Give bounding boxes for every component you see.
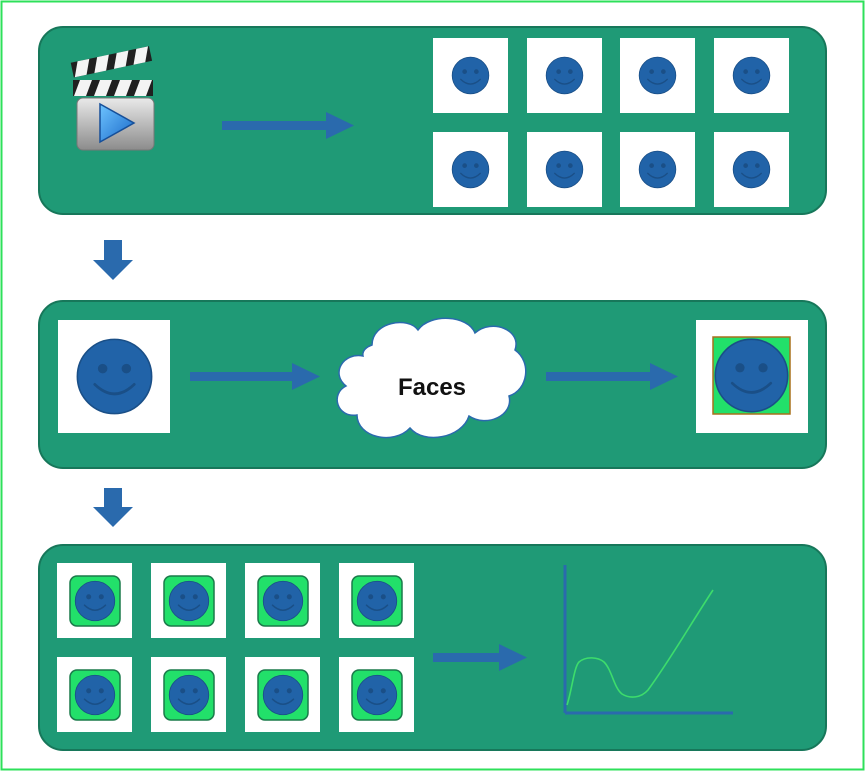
smiley-face-icon (451, 150, 490, 189)
smiley-face-icon (168, 674, 210, 716)
arrow-frame-to-detector (190, 363, 320, 390)
smiley-face-icon (732, 56, 771, 95)
panel-video-frames (38, 26, 827, 215)
smiley-face-icon (356, 674, 398, 716)
frame-tile (433, 132, 508, 207)
chart-curve (566, 589, 714, 706)
cloud-label: Faces (398, 374, 466, 401)
faces-cloud: Faces (336, 317, 527, 439)
frame-tile (527, 38, 602, 113)
smiley-face-icon (545, 150, 584, 189)
smiley-face-icon (451, 56, 490, 95)
extracted-frames-grid (433, 38, 789, 207)
detected-face-tile (57, 657, 132, 732)
smiley-face-icon (356, 580, 398, 622)
play-icon (99, 102, 136, 144)
line-chart-icon (563, 565, 733, 715)
smiley-face-icon (74, 580, 116, 622)
arrow-video-to-frames (222, 112, 354, 139)
smiley-face-icon (74, 674, 116, 716)
arrow-faces-to-chart (433, 644, 527, 671)
down-arrow-2 (93, 488, 133, 527)
frame-tile (714, 38, 789, 113)
video-clapperboard-icon (70, 46, 155, 151)
detected-face-tile (151, 563, 226, 638)
detected-face-tile (245, 657, 320, 732)
panel-face-analysis (38, 544, 827, 751)
frame-tile (620, 38, 695, 113)
detected-face-tile (339, 657, 414, 732)
down-arrow-1 (93, 240, 133, 280)
detected-face-tile (339, 563, 414, 638)
frame-tile (714, 132, 789, 207)
arrow-detector-to-face (546, 363, 678, 390)
detected-face-icon (713, 337, 790, 414)
frame-tile (433, 38, 508, 113)
smiley-face-icon (732, 150, 771, 189)
detected-face-tile (245, 563, 320, 638)
input-face-icon (75, 337, 154, 416)
smiley-face-icon (638, 150, 677, 189)
detected-face-tile (151, 657, 226, 732)
smiley-face-icon (545, 56, 584, 95)
frame-tile (620, 132, 695, 207)
detected-faces-grid (57, 563, 414, 732)
detected-face-tile (57, 563, 132, 638)
smiley-face-icon (168, 580, 210, 622)
frame-tile (527, 132, 602, 207)
smiley-face-icon (262, 580, 304, 622)
smiley-face-icon (638, 56, 677, 95)
smiley-face-icon (262, 674, 304, 716)
